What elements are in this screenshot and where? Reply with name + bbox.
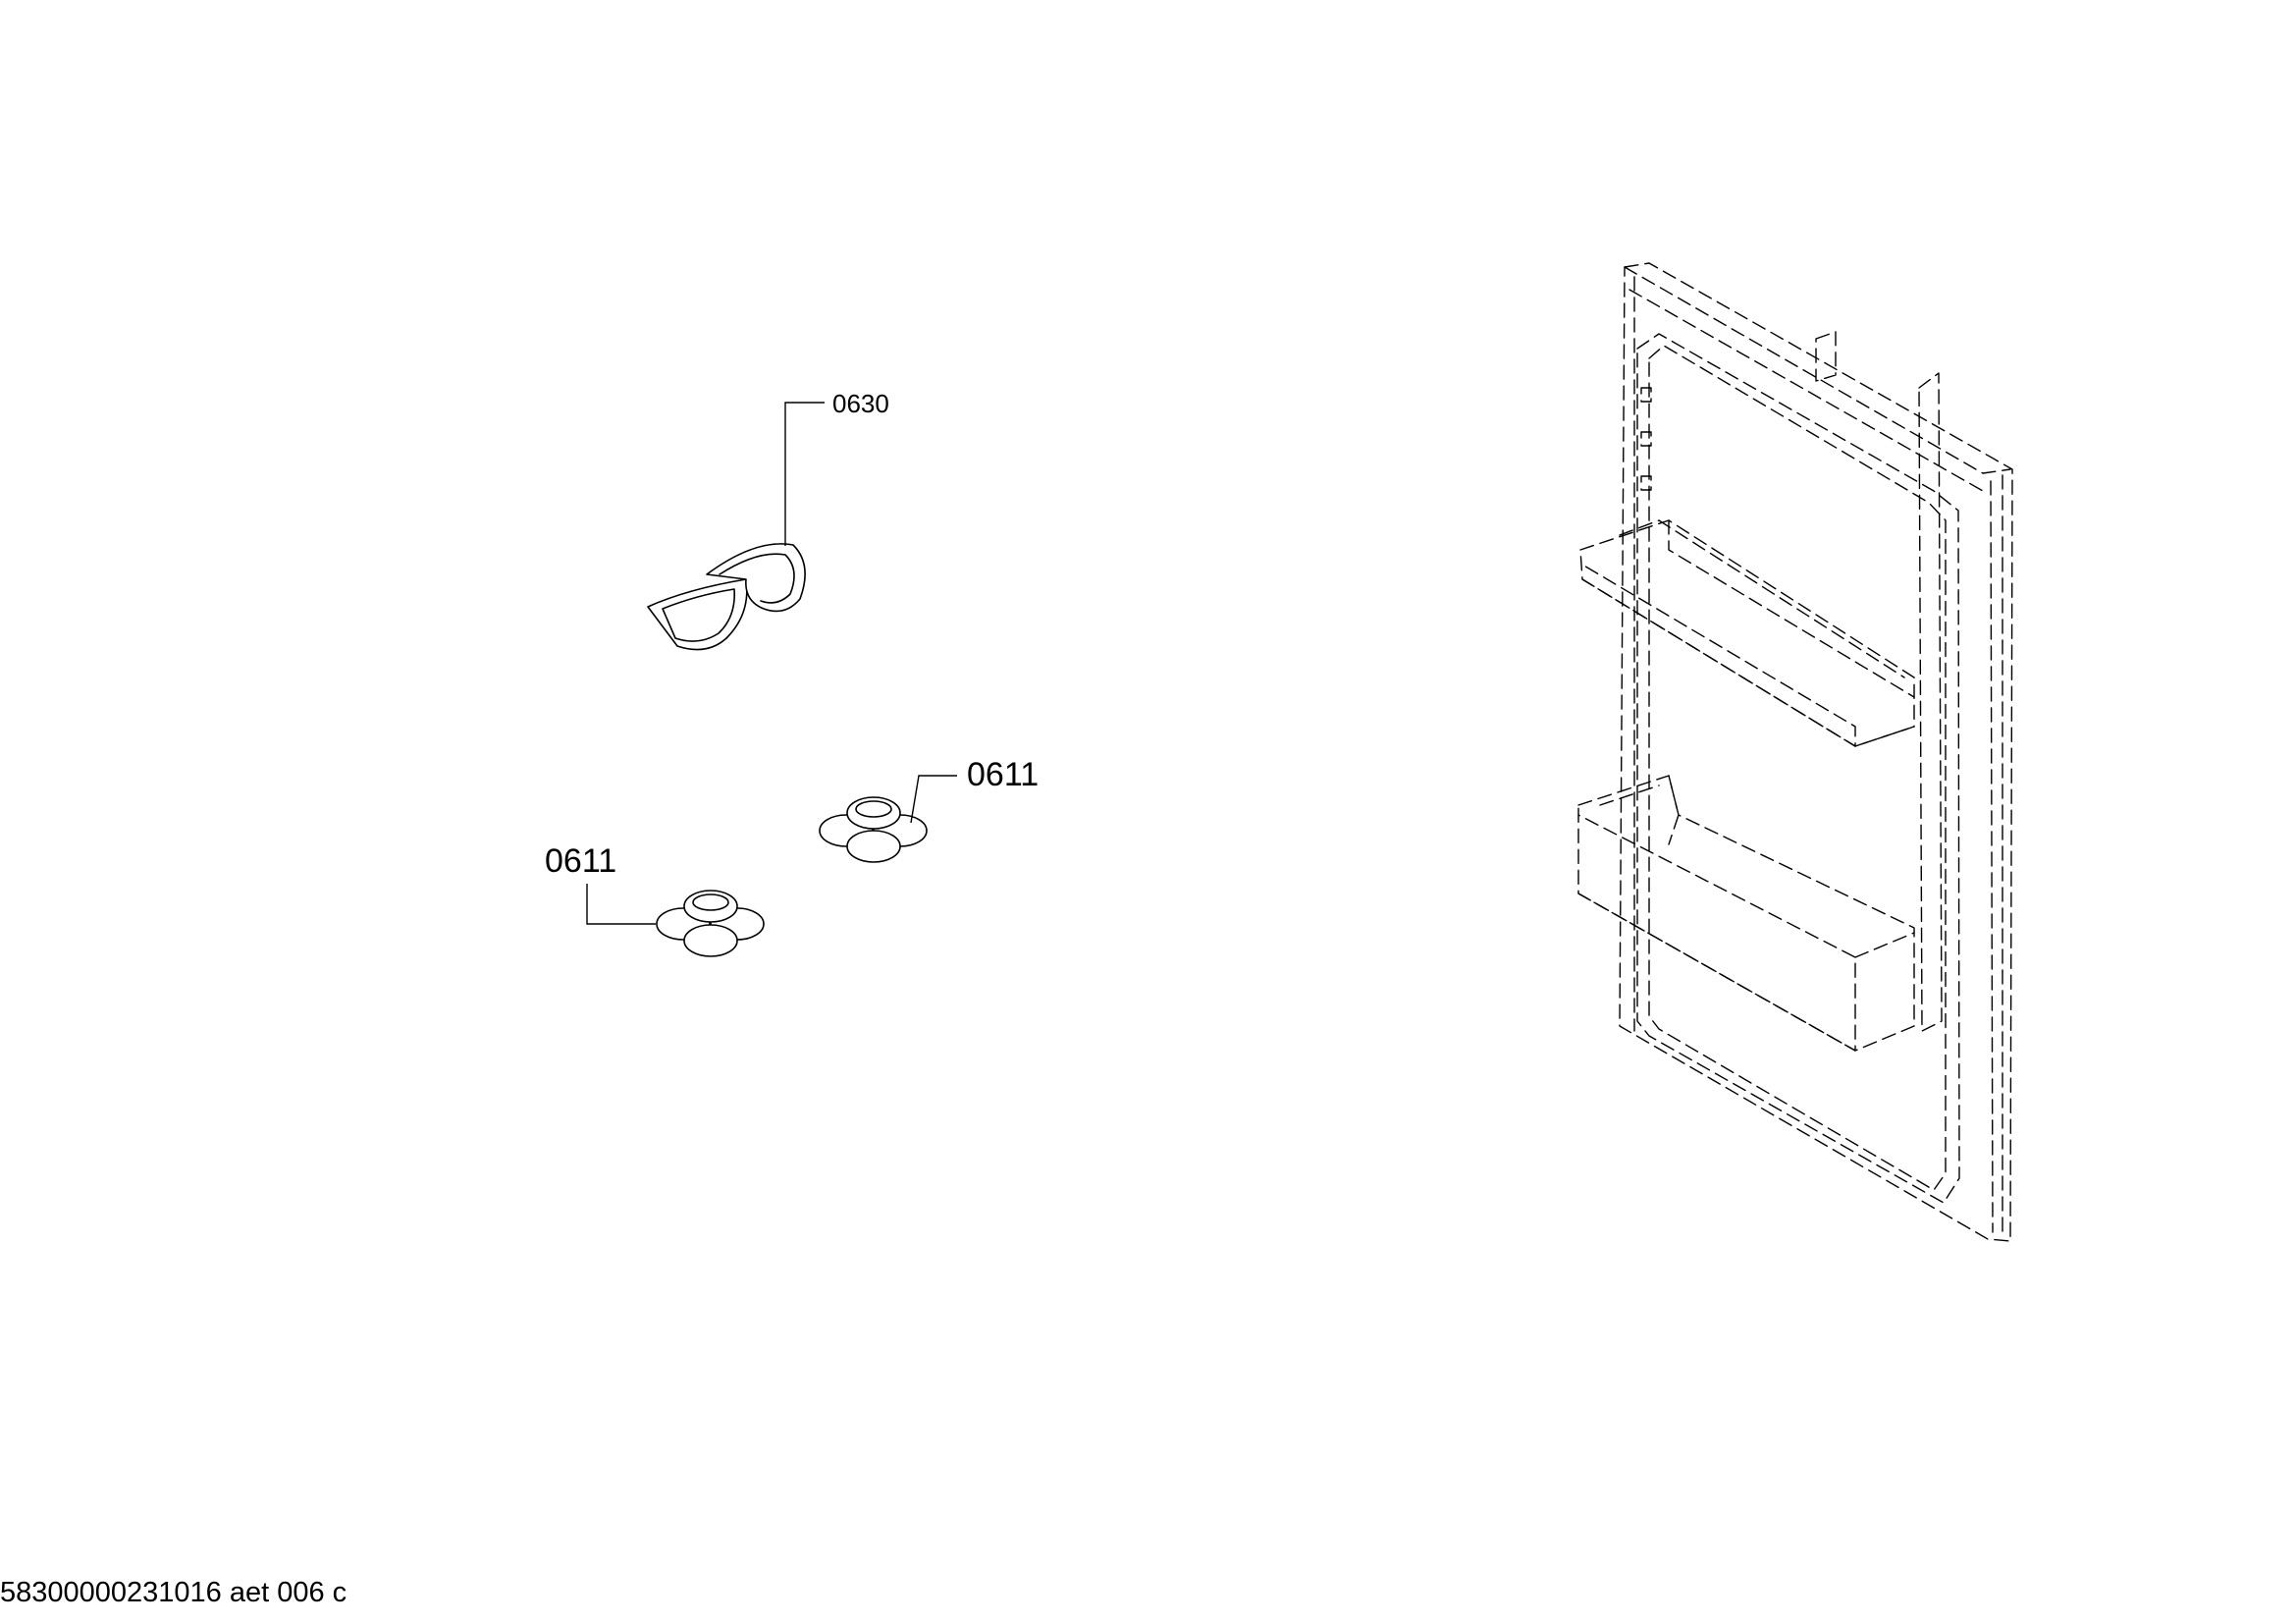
part-0611-egg-holder-left[interactable] xyxy=(656,890,765,957)
part-0611-egg-holder-right[interactable] xyxy=(819,796,928,863)
fridge-door-frame xyxy=(1619,262,2013,1242)
leader-0630 xyxy=(784,402,825,546)
leader-0611-left xyxy=(586,884,656,925)
lower-door-bin xyxy=(1577,775,1915,1052)
document-id: 58300000231016 aet 006 c xyxy=(0,1577,347,1608)
leader-0611-right xyxy=(910,775,957,824)
callout-0630[interactable]: 0630 xyxy=(832,389,889,418)
callout-0611-right[interactable]: 0611 xyxy=(967,756,1039,793)
upper-door-shelf xyxy=(1579,519,1915,747)
part-0630-egg-tray[interactable] xyxy=(647,543,806,651)
callout-0611-left[interactable]: 0611 xyxy=(545,842,616,880)
